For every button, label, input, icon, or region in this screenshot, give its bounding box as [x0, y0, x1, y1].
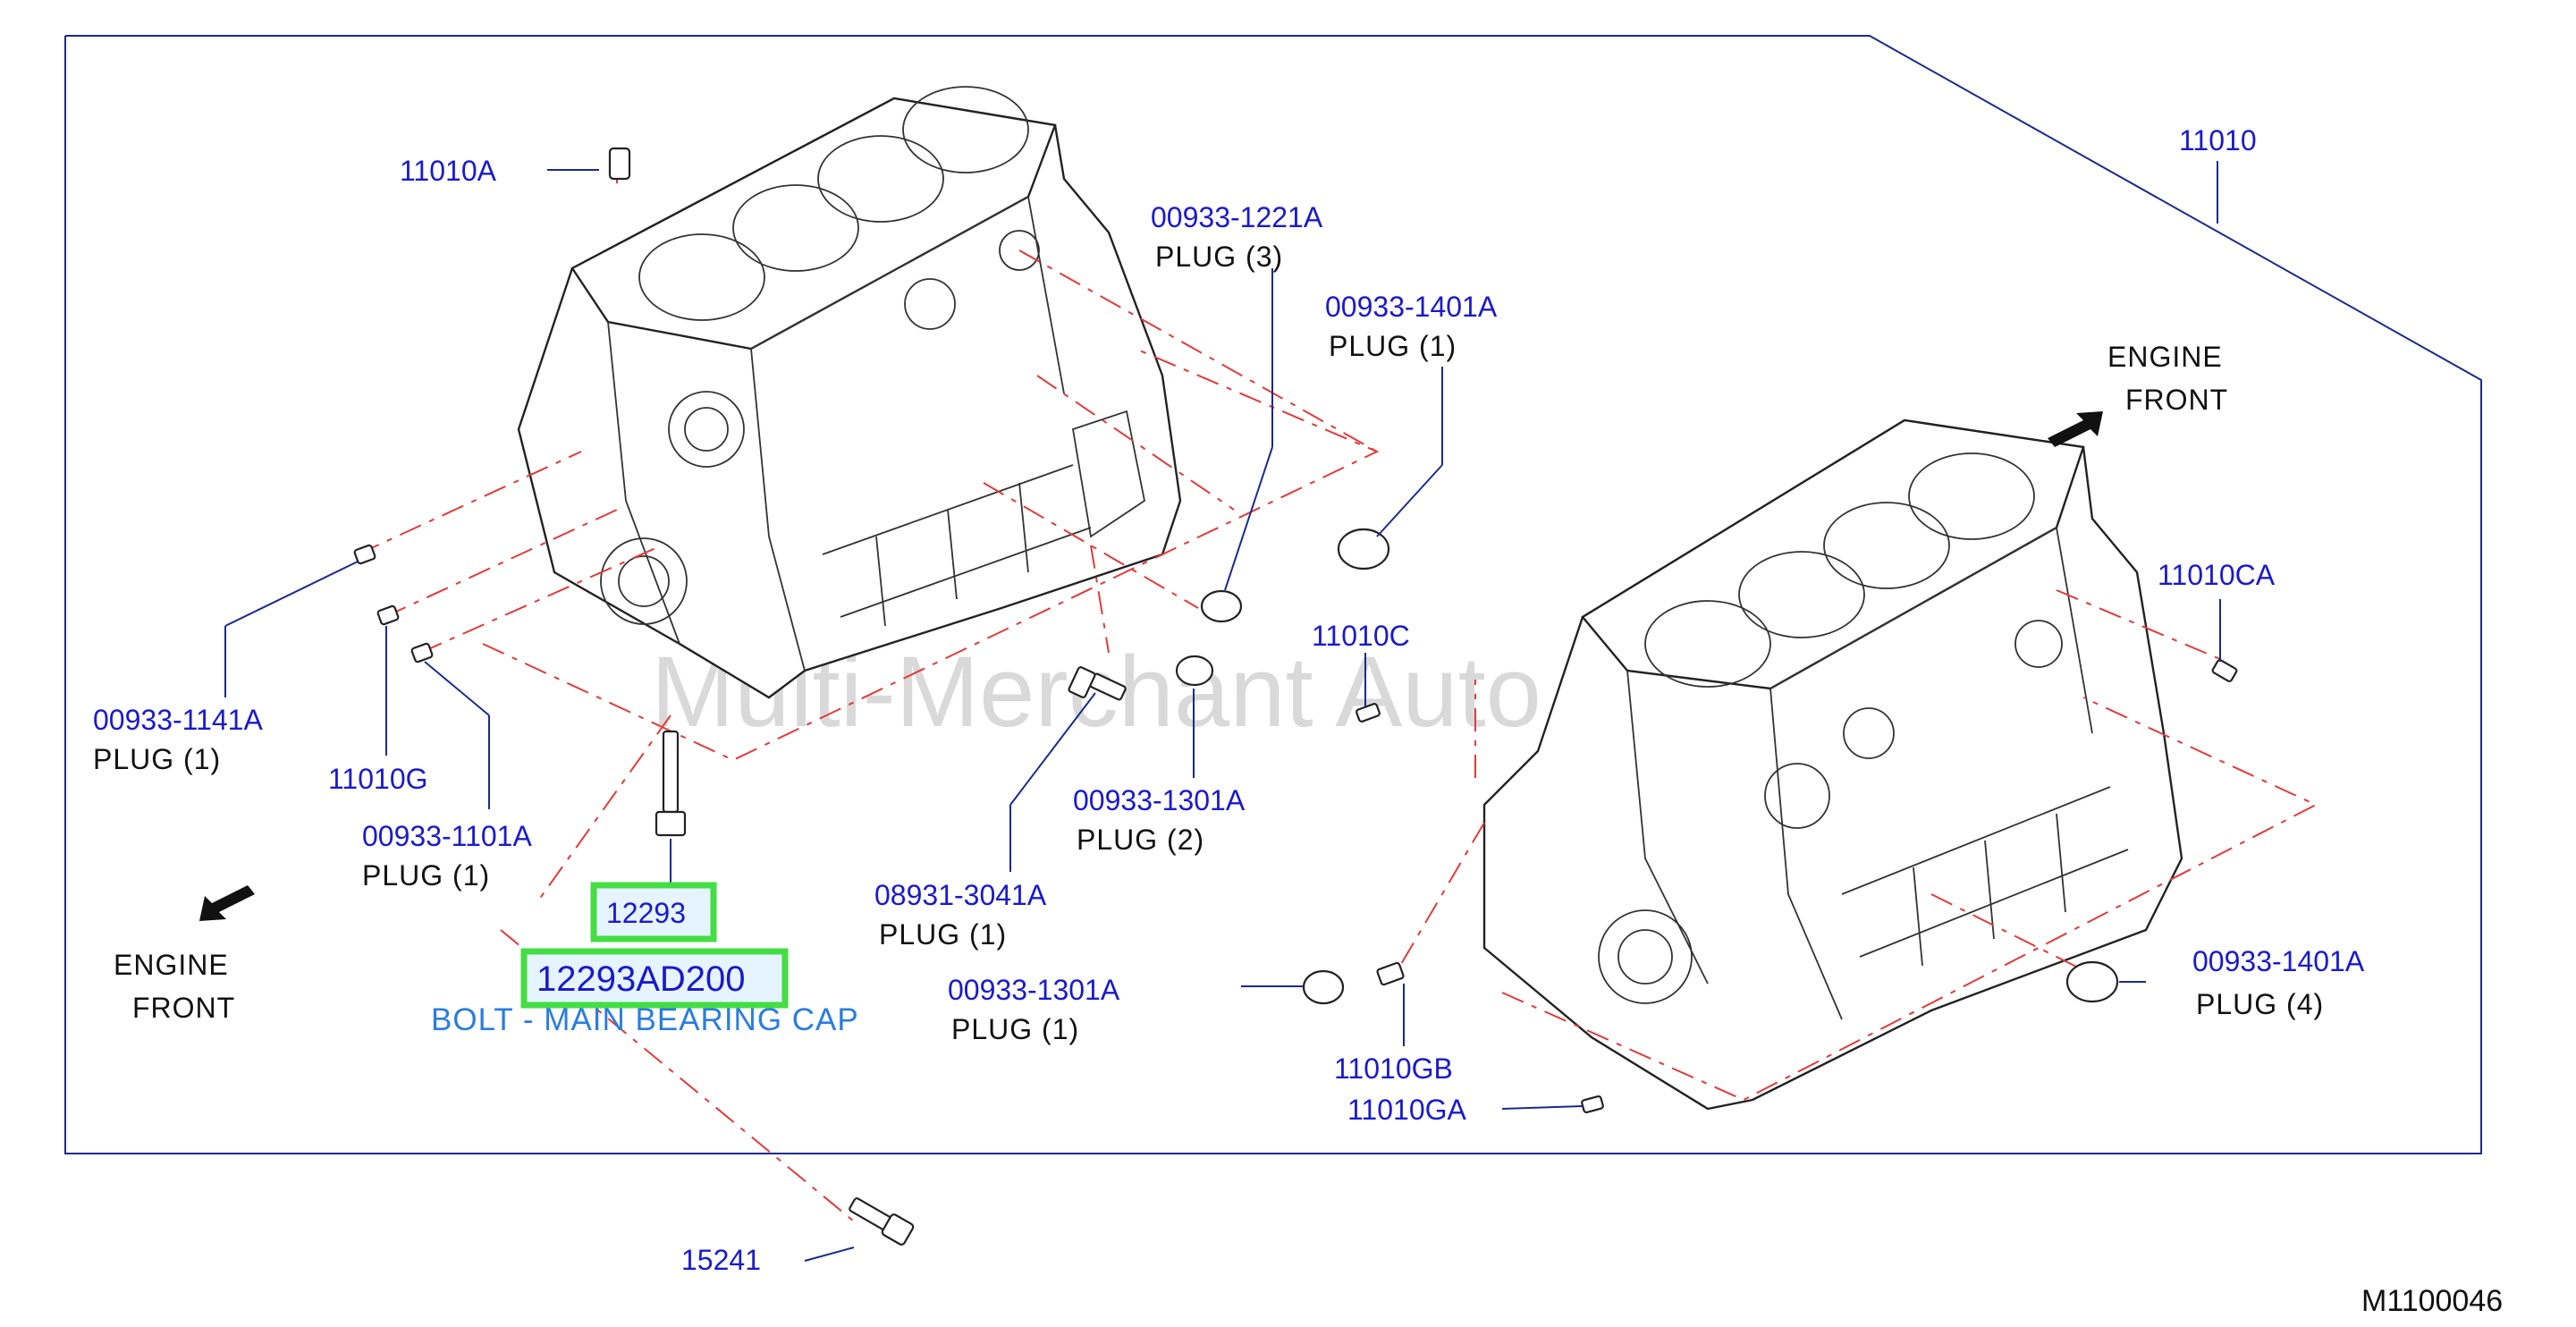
label-00933-1301a-2[interactable]: 00933-1301A [1073, 784, 1246, 816]
engine-block-right [1482, 418, 2183, 1111]
desc-00933-1301a-1: PLUG (1) [951, 1013, 1079, 1045]
engine-front-right-line1: ENGINE [2107, 341, 2223, 373]
label-11010ca[interactable]: 11010CA [2158, 559, 2276, 591]
engine-block-left [517, 86, 1182, 699]
label-12293[interactable]: 12293 [606, 897, 686, 929]
engine-front-arrow-left [199, 885, 255, 921]
engine-front-left-line2: FRONT [132, 992, 235, 1024]
engine-front-right-line2: FRONT [2125, 384, 2228, 416]
engine-front-arrow-right [2048, 411, 2103, 447]
label-11010ga[interactable]: 11010GA [1347, 1094, 1467, 1126]
label-11010g[interactable]: 11010G [328, 763, 428, 795]
part-description-link[interactable]: BOLT - MAIN BEARING CAP [431, 1002, 859, 1037]
diagram-code: M1100046 [2361, 1284, 2503, 1318]
label-00933-1401a-top[interactable]: 00933-1401A [1325, 291, 1498, 323]
label-11010c[interactable]: 11010C [1312, 620, 1410, 652]
label-11010a[interactable]: 11010A [400, 155, 497, 187]
desc-00933-1401a-bottom: PLUG (4) [2196, 988, 2324, 1020]
highlight-box-12293ad200[interactable] [520, 948, 789, 1009]
desc-08931-3041a: PLUG (1) [879, 918, 1007, 951]
highlighted-part-group[interactable]: 12293 12293AD200 BOLT - MAIN BEARING CAP [431, 882, 859, 1037]
centerlines [357, 148, 2318, 1226]
label-00933-1141a[interactable]: 00933-1141A [93, 704, 263, 736]
label-00933-1401a-bottom[interactable]: 00933-1401A [2192, 945, 2365, 977]
label-15241[interactable]: 15241 [681, 1244, 761, 1276]
highlight-box-12293[interactable] [590, 882, 717, 942]
assembly-frame [64, 35, 2482, 1154]
label-11010[interactable]: 11010 [2179, 124, 2257, 156]
small-parts [353, 147, 2238, 1246]
desc-00933-1221a: PLUG (3) [1155, 241, 1283, 273]
label-11010gb[interactable]: 11010GB [1334, 1052, 1453, 1085]
leader-lines [224, 169, 2221, 1262]
label-12293ad200[interactable]: 12293AD200 [536, 959, 746, 999]
label-00933-1221a[interactable]: 00933-1221A [1151, 201, 1323, 233]
engine-front-left-line1: ENGINE [114, 949, 229, 981]
label-08931-3041a[interactable]: 08931-3041A [874, 879, 1047, 911]
desc-00933-1301a-2: PLUG (2) [1077, 824, 1204, 856]
desc-00933-1401a-top: PLUG (1) [1329, 330, 1457, 362]
label-00933-1301a-1[interactable]: 00933-1301A [948, 974, 1120, 1006]
desc-00933-1141a: PLUG (1) [93, 743, 221, 775]
label-00933-1101a[interactable]: 00933-1101A [362, 820, 532, 852]
desc-00933-1101a: PLUG (1) [362, 859, 490, 892]
